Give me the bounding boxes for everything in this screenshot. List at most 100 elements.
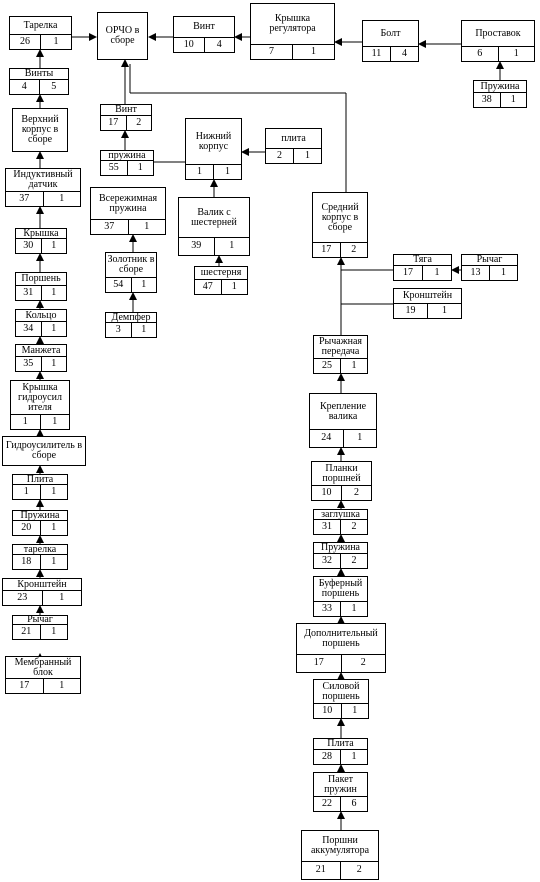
node-id: 54 (106, 278, 132, 292)
node-label: Валик с шестерней (191, 206, 237, 228)
node-qty: 1 (351, 603, 357, 614)
node-label: Пружина (20, 511, 60, 520)
node-label: Золотник в сборе (107, 254, 155, 275)
node-qty: 1 (59, 592, 65, 603)
node-qty: 2 (136, 117, 142, 128)
node-label: Винты (24, 69, 54, 79)
node-label: Крышка (23, 229, 59, 238)
node-label: Силовой поршень (322, 680, 360, 702)
node-id: 13 (462, 266, 490, 280)
node-label: Плита (327, 739, 354, 749)
node-qty: 5 (51, 81, 57, 92)
node-label: шестерня (200, 267, 242, 278)
node-qty: 1 (51, 626, 57, 637)
node-id: 10 (174, 38, 205, 52)
node-id: 28 (314, 750, 341, 764)
node-qty: 1 (351, 360, 357, 371)
node-label: Проставок (475, 27, 521, 39)
node-label: Манжета (21, 345, 61, 356)
node-label: Дополнительный поршень (304, 628, 378, 649)
node-id: 18 (13, 555, 41, 569)
node-id: 19 (394, 304, 428, 318)
node-id: 2 (266, 149, 294, 163)
node-id: 39 (179, 238, 215, 255)
node-id: 6 (462, 47, 499, 61)
node-qty: 1 (513, 48, 519, 59)
node-id: 17 (394, 266, 423, 280)
node-label: Кронштейн (402, 290, 453, 301)
node-qty: 1 (144, 221, 150, 232)
node-label: Всережимная пружина (98, 192, 158, 214)
node-id: 4 (10, 80, 40, 94)
node-label: Тарелка (23, 19, 58, 31)
node-id: 33 (314, 602, 341, 616)
node-qty: 1 (51, 287, 57, 298)
node-qty: 1 (351, 751, 357, 762)
node-label: Болт (380, 27, 401, 39)
node-qty: 1 (357, 432, 363, 443)
node-label: пружина (108, 151, 146, 160)
node-qty: 6 (351, 798, 357, 809)
node-qty: 1 (141, 324, 147, 335)
node-gidrousil: Гидроусилитель в сборе (2, 436, 86, 466)
node-qty: 2 (354, 487, 359, 498)
node-id: 17 (297, 655, 342, 672)
node-label: Пружина (480, 81, 520, 92)
node-label: Гидроусилитель в сборе (5, 440, 83, 461)
node-id: 17 (6, 679, 44, 693)
node-label: Поршни аккумулятора (310, 835, 370, 856)
node-id: 26 (10, 35, 41, 49)
node-label: Тяга (413, 255, 432, 265)
node-qty: 1 (352, 705, 358, 716)
node-qty: 1 (59, 680, 65, 691)
node-label: Крышка регулятора (269, 13, 316, 34)
node-qty: 1 (141, 279, 147, 290)
node-qty: 2 (351, 244, 357, 255)
node-id: 3 (106, 323, 132, 337)
node-id: 20 (13, 521, 41, 535)
node-id: 24 (310, 430, 344, 447)
node-id: 55 (101, 161, 128, 175)
node-id: 25 (314, 359, 341, 373)
node-prostavok: Проставок 6 1 (461, 20, 535, 62)
node-plita-28: Плита 28 1 (313, 738, 368, 765)
node-qty: 1 (51, 486, 57, 497)
node-label: Пружина (320, 543, 360, 553)
node-qty: 1 (51, 240, 57, 251)
node-qty: 1 (59, 193, 65, 204)
node-id: 34 (16, 322, 42, 336)
node-id: 17 (313, 243, 341, 257)
node-id: 1 (13, 485, 41, 499)
node-qty: 1 (52, 416, 58, 427)
node-id: 47 (195, 280, 222, 294)
node-qty: 1 (501, 267, 506, 278)
node-label: тарелка (23, 545, 57, 554)
node-id: 10 (312, 486, 342, 500)
